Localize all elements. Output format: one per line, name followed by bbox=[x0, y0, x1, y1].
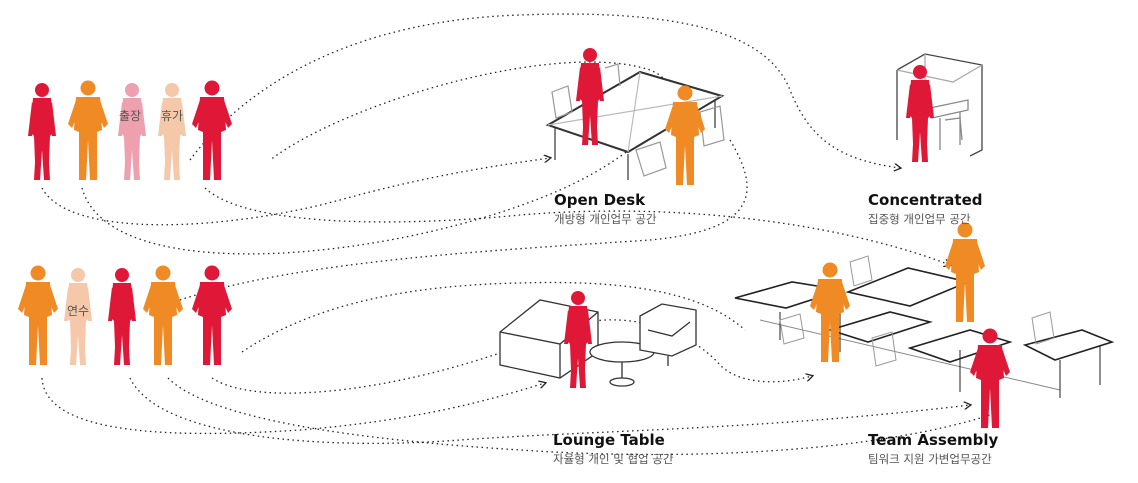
person-figure bbox=[143, 265, 183, 365]
concentrated-person bbox=[906, 65, 934, 162]
open-desk-title: Open Desk bbox=[554, 191, 646, 209]
team-assembly-subtitle: 팀워크 지원 가변업무공간 bbox=[868, 452, 992, 466]
team-person bbox=[945, 222, 985, 322]
team-person bbox=[810, 262, 850, 362]
lounge-illustration bbox=[499, 299, 697, 387]
flow-line bbox=[241, 281, 746, 353]
person-figure bbox=[192, 80, 232, 180]
team-assembly-title: Team Assembly bbox=[868, 431, 999, 449]
concentrated-title: Concentrated bbox=[868, 191, 983, 209]
flow-line bbox=[189, 13, 900, 168]
concentrated-subtitle: 집중형 개인업무 공간 bbox=[868, 212, 971, 226]
person-figure bbox=[192, 265, 232, 365]
business-trip-label: 출장 bbox=[119, 109, 141, 123]
flow-lines bbox=[41, 13, 991, 456]
flow-line bbox=[81, 61, 671, 255]
person-figure bbox=[28, 83, 56, 180]
open-desk-subtitle: 개방형 개인업무 공간 bbox=[554, 212, 657, 226]
flow-line bbox=[211, 319, 812, 394]
people-group-bottom: 연수 bbox=[18, 265, 232, 365]
flow-line bbox=[41, 158, 550, 226]
vacation-label: 휴가 bbox=[161, 109, 183, 123]
person-figure-vacation bbox=[158, 83, 186, 180]
people-group-top: 출장 휴가 bbox=[28, 80, 232, 180]
team-assembly-illustration bbox=[734, 255, 1115, 398]
flow-line bbox=[179, 139, 748, 301]
person-figure bbox=[108, 268, 136, 365]
flow-line bbox=[41, 377, 545, 435]
person-figure-business-trip bbox=[118, 83, 146, 180]
lounge-table-title: Lounge Table bbox=[553, 431, 665, 449]
training-label: 연수 bbox=[67, 304, 89, 318]
lounge-table-subtitle: 자율형 개인 및 협업 공간 bbox=[553, 452, 674, 466]
person-figure bbox=[18, 265, 58, 365]
person-figure bbox=[68, 80, 108, 180]
flow-line bbox=[204, 187, 950, 265]
flow-line bbox=[129, 377, 970, 444]
